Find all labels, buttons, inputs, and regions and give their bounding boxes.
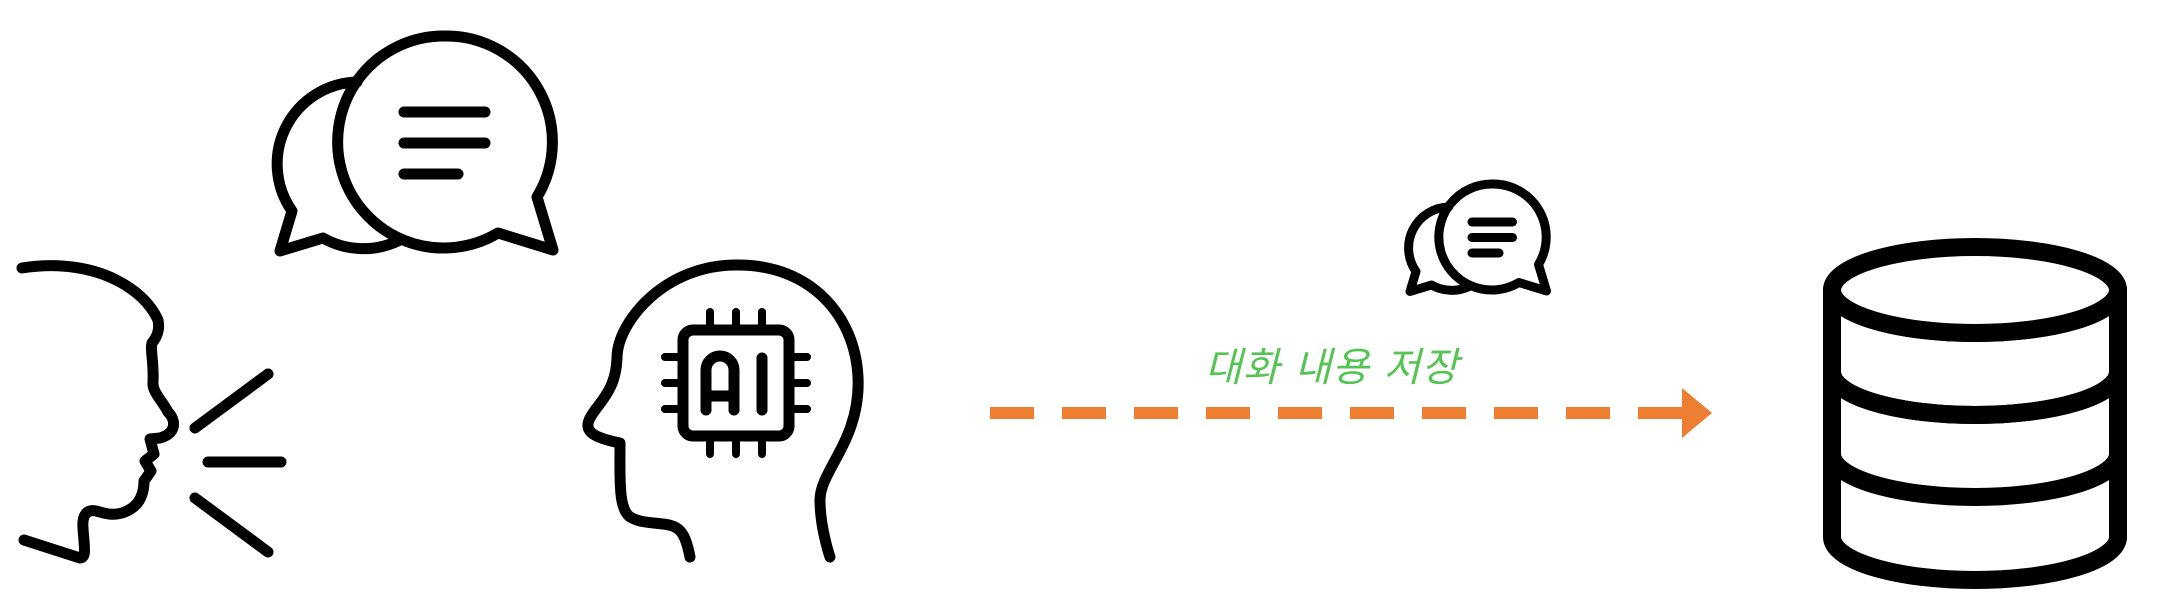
chat-bubbles-icon [271, 30, 559, 257]
arrow-label: 대화 내용 저장 [1205, 345, 1460, 391]
save-conversation-arrow [990, 388, 1712, 438]
database-icon [1823, 238, 2127, 589]
arrow-head [1682, 388, 1712, 438]
speaking-face-icon [16, 260, 287, 564]
ai-head-icon [582, 259, 864, 563]
chat-bubbles-icon [1404, 179, 1551, 296]
